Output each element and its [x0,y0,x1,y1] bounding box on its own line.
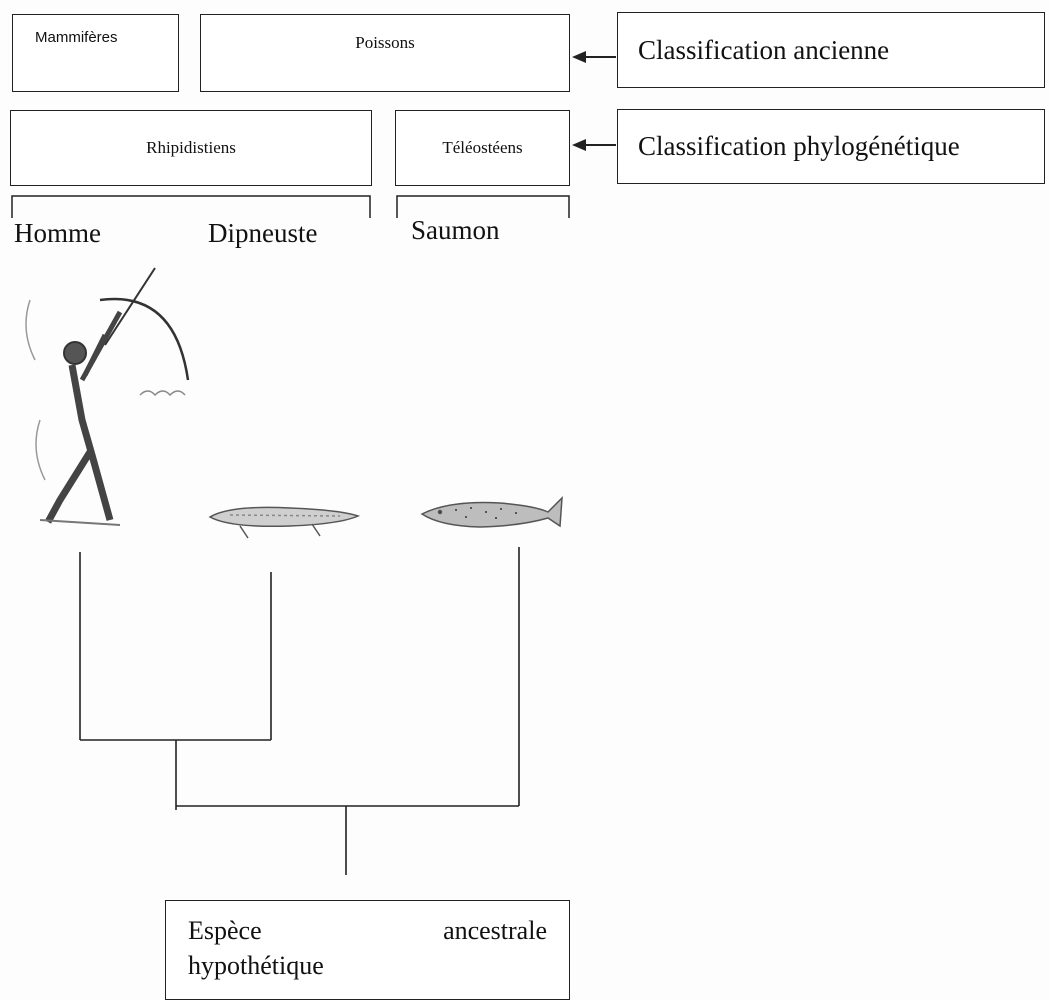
group-label-teleosteens: Téléostéens [442,138,523,157]
lungfish-illustration [208,506,361,539]
group-box-teleosteens: Téléostéens [395,110,570,186]
classification-box-phylogenetique: Classification phylogénétique [617,109,1045,184]
archer-illustration [25,267,190,526]
group-label-rhipidistiens: Rhipidistiens [146,138,236,157]
group-box-rhipidistiens: Rhipidistiens [10,110,372,186]
group-label-mammiferes: Mammifères [35,29,118,46]
bracket-teleosteens [396,195,570,218]
group-box-poissons: Poissons [200,14,570,92]
ancestor-word-ancestrale: ancestrale [443,916,547,945]
bracket-rhipidistiens [11,195,371,218]
group-box-mammiferes: Mammifères [12,14,179,92]
classification-label-ancienne: Classification ancienne [638,34,890,65]
ancestor-word-espece: Espèce [188,916,262,945]
classification-box-ancienne: Classification ancienne [617,12,1045,88]
species-label-dipneuste: Dipneuste [208,218,318,248]
arrow-left-icon [572,51,616,63]
species-label-saumon: Saumon [411,215,500,245]
species-label-homme: Homme [14,218,101,248]
ancestor-box: Espèce ancestrale hypothétique [165,900,570,1000]
group-label-poissons: Poissons [355,33,415,52]
classification-label-phylogenetique: Classification phylogénétique [638,131,960,161]
arrow-left-icon [572,139,616,151]
phylogenetic-tree [79,547,520,875]
ancestor-word-hypothetique: hypothétique [188,951,324,981]
salmon-illustration [420,496,563,528]
